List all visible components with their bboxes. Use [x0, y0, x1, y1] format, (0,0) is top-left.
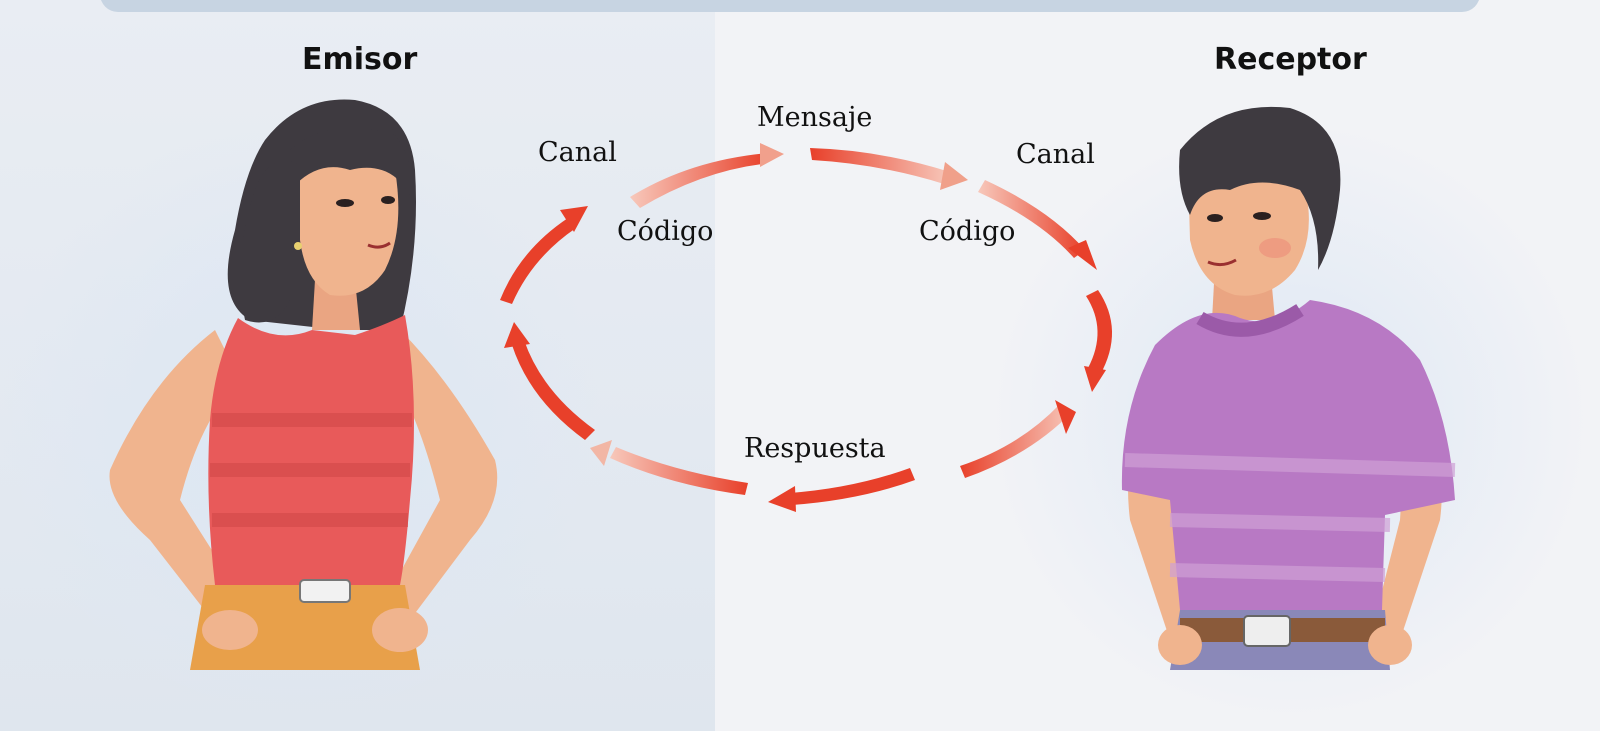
receptor-label: Receptor — [1214, 42, 1367, 77]
canal-right-label: Canal — [1016, 139, 1095, 170]
arrow-mensaje-to-canal — [810, 148, 968, 190]
arrow-left-up-lower — [504, 322, 595, 440]
emisor-figure — [109, 99, 498, 670]
respuesta-label: Respuesta — [744, 433, 886, 464]
girl-belt-buckle — [299, 579, 351, 603]
codigo-left-label: Código — [617, 216, 714, 247]
arrow-right-down — [1084, 290, 1113, 392]
codigo-right-label: Código — [919, 216, 1016, 247]
top-banner-band — [100, 0, 1480, 12]
arrow-canal-to-mensaje — [630, 143, 784, 208]
emisor-label: Emisor — [302, 42, 418, 77]
arrow-respuesta-to-left — [590, 440, 748, 495]
arrow-respuesta-bottom — [768, 468, 915, 512]
mensaje-label: Mensaje — [757, 102, 873, 133]
boy-shirt — [1121, 300, 1455, 610]
arrow-right-to-respuesta — [960, 400, 1076, 478]
girl-face — [300, 154, 399, 296]
girl-pants — [190, 585, 420, 670]
receptor-figure — [1121, 106, 1456, 670]
communication-cycle — [500, 143, 1113, 512]
boy-hair — [1179, 106, 1341, 271]
canal-left-label: Canal — [538, 137, 617, 168]
arrow-canal-to-codigo-right — [978, 180, 1097, 270]
boy-face — [1188, 155, 1309, 296]
boy-belt-buckle — [1243, 615, 1291, 647]
girl-shirt — [208, 315, 414, 585]
arrow-left-up-upper — [500, 206, 588, 304]
